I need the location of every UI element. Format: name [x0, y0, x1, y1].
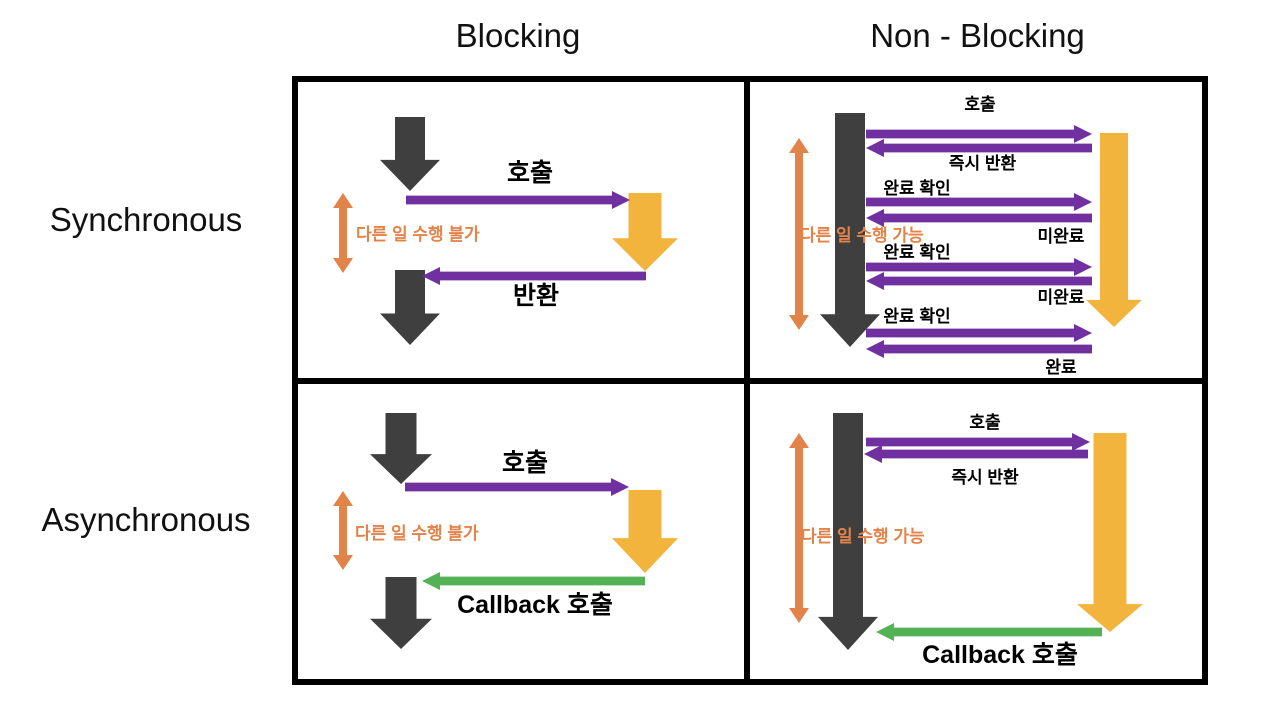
complete-arrow-icon — [866, 340, 1092, 358]
not-complete-label: 미완료 — [1037, 288, 1085, 307]
not-complete-label: 미완료 — [1037, 227, 1085, 246]
immediate-return-label: 즉시 반환 — [948, 154, 1017, 173]
free-note: 다른 일 수행 가능 — [800, 226, 924, 245]
not-complete-arrow-icon — [866, 209, 1092, 227]
waiting-span-arrow-icon — [333, 193, 353, 273]
immediate-return-arrow-icon — [864, 445, 1088, 463]
call-label: 호출 — [506, 159, 553, 187]
free-note: 다른 일 수행 가능 — [801, 527, 925, 546]
callback-arrow-icon — [876, 623, 1102, 641]
quadrant-async-blocking: 호출 Callback 호출 다른 일 수행 불가 — [292, 384, 744, 685]
matrix-horizontal-divider — [292, 378, 1208, 384]
caller-flow-arrow-icon — [380, 117, 440, 191]
call-arrow-icon — [866, 125, 1092, 143]
callback-label: Callback 호출 — [457, 591, 613, 619]
quadrant-async-nonblocking: 다른 일 수행 가능 호출 즉시 반환 Callback 호출 — [750, 384, 1208, 685]
column-header-non-blocking: Non - Blocking — [870, 17, 1085, 54]
caller-resume-arrow-icon — [370, 577, 432, 649]
call-arrow-icon — [405, 478, 629, 496]
call-arrow-icon — [866, 433, 1090, 451]
call-label: 호출 — [969, 413, 1001, 432]
blocked-note: 다른 일 수행 불가 — [355, 524, 479, 543]
call-label: 호출 — [964, 95, 996, 114]
blocked-note: 다른 일 수행 불가 — [356, 225, 480, 244]
check-complete-label: 완료 확인 — [883, 243, 951, 262]
column-header-blocking: Blocking — [455, 17, 581, 54]
check-complete-label: 완료 확인 — [883, 307, 951, 326]
caller-flow-arrow-icon — [370, 413, 432, 484]
row-header-asynchronous: Asynchronous — [41, 501, 251, 538]
call-arrow-icon — [406, 191, 630, 209]
callee-flow-arrow-icon — [612, 490, 678, 573]
row-header-synchronous: Synchronous — [49, 201, 243, 238]
caller-resume-arrow-icon — [380, 270, 440, 345]
complete-label: 완료 — [1045, 358, 1077, 377]
check-complete-label: 완료 확인 — [883, 179, 951, 198]
quadrant-sync-blocking: 호출 반환 다른 일 수행 불가 — [292, 76, 744, 378]
callback-arrow-icon — [422, 572, 645, 590]
immediate-return-label: 즉시 반환 — [951, 468, 1019, 487]
waiting-span-arrow-icon — [333, 491, 353, 570]
call-label: 호출 — [501, 449, 548, 477]
check-arrow-icon — [866, 324, 1092, 342]
callee-flow-arrow-icon — [612, 193, 678, 271]
callback-label: Callback 호출 — [922, 641, 1078, 669]
quadrant-sync-nonblocking: 다른 일 수행 가능 호출 즉시 반환 완료 확인 미완료 완료 확인 미완료 … — [750, 76, 1208, 378]
callee-flow-arrow-icon — [1077, 433, 1143, 632]
return-label: 반환 — [512, 282, 559, 310]
